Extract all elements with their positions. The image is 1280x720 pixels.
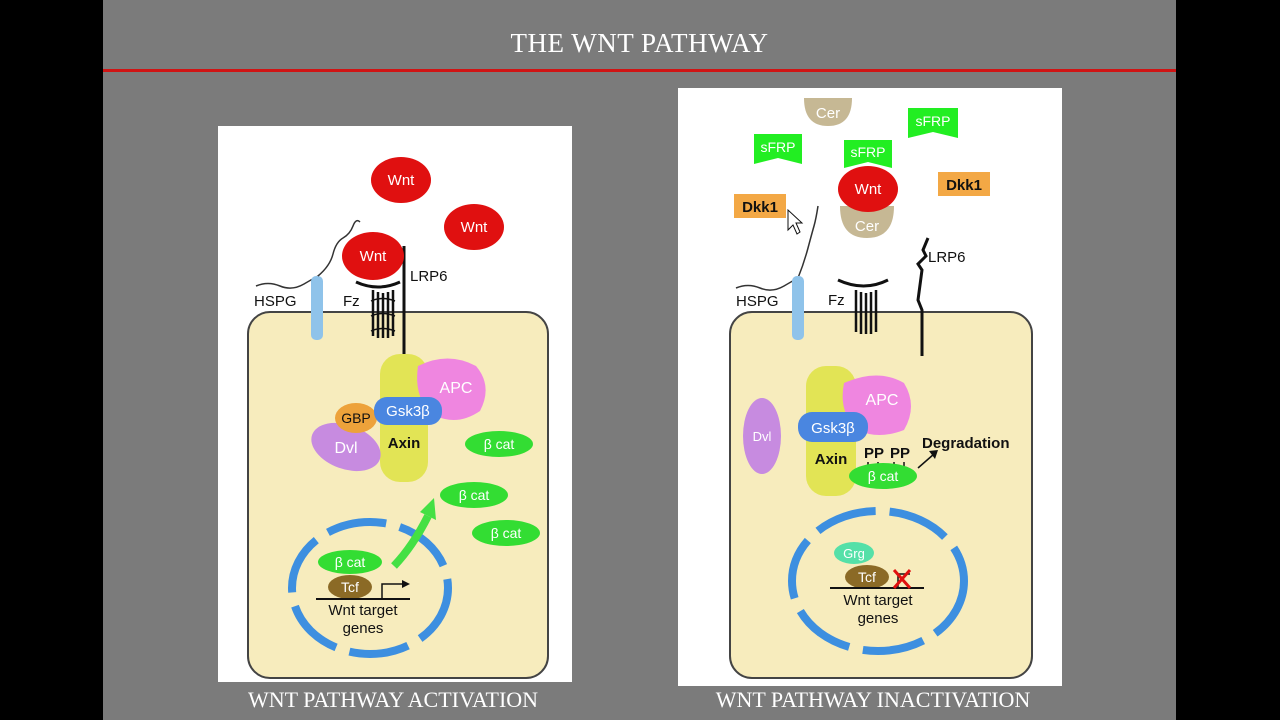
hspg-chain — [255, 275, 319, 289]
beta-catenin-label: β cat — [868, 468, 899, 484]
beta-catenin — [472, 520, 540, 546]
beta-catenin-label: β cat — [484, 436, 515, 452]
gbp — [335, 403, 377, 433]
sfrp — [908, 108, 958, 138]
blocked-transcription-icon — [892, 569, 912, 589]
tcf — [845, 565, 889, 589]
sfrp — [754, 134, 802, 164]
tcf — [328, 575, 372, 599]
lrp6-label: LRP6 — [928, 249, 966, 266]
dkk1-label: Dkk1 — [946, 177, 982, 194]
gsk3b-label: Gsk3β — [811, 420, 855, 437]
fz-label: Fz — [343, 293, 360, 310]
phosphate-label: PP — [864, 445, 884, 462]
sfrp-label: sFRP — [851, 144, 886, 160]
sfrp-label: sFRP — [916, 113, 951, 129]
slide: THE WNT PATHWAY HSPG Fz LRP6 Wnt Wnt — [103, 0, 1176, 720]
hspg-receptor — [311, 276, 323, 340]
degradation-label: Degradation — [922, 435, 1010, 452]
cer — [804, 98, 852, 126]
wnt-label: Wnt — [855, 181, 883, 198]
wnt-ligand — [444, 204, 504, 250]
mouse-cursor-icon — [787, 208, 804, 235]
fz-loops — [370, 297, 396, 332]
degradation-arrow — [917, 453, 935, 469]
beta-catenin-label: β cat — [335, 554, 366, 570]
inactivation-diagram-svg: Cer sFRP sFRP sFRP Cer Wnt Dkk1 Dkk1 HSP — [729, 98, 1033, 679]
beta-catenin — [465, 431, 533, 457]
tcf-label: Tcf — [341, 579, 359, 595]
gsk3b — [798, 412, 868, 442]
beta-catenin — [440, 482, 508, 508]
cell-membrane — [729, 311, 1033, 679]
grg — [834, 542, 874, 564]
activation-caption: WNT PATHWAY ACTIVATION — [247, 687, 539, 712]
beta-catenin-label: β cat — [459, 487, 490, 503]
phosphate-label: PP — [890, 445, 910, 462]
fz-cup — [837, 278, 889, 288]
dkk1-label: Dkk1 — [742, 199, 778, 216]
wnt-ligand-bound — [342, 232, 404, 280]
nuclear-import-arrow — [391, 514, 432, 569]
fz-cup — [355, 280, 401, 289]
transcription-arrow — [381, 583, 402, 599]
wnt-label: Wnt — [388, 172, 416, 189]
sfrp-label: sFRP — [761, 139, 796, 155]
dvl-label: Dvl — [334, 440, 357, 457]
target-genes-label: Wnt target — [843, 592, 913, 609]
degradation-arrowhead — [929, 450, 938, 459]
target-genes-label: Wnt target — [328, 602, 398, 619]
gsk3b — [374, 397, 442, 425]
transcription-arrowhead — [402, 580, 410, 588]
hspg-label: HSPG — [254, 293, 297, 310]
cer — [840, 206, 894, 238]
wnt-label: Wnt — [360, 248, 388, 265]
gbp-label: GBP — [341, 410, 371, 426]
hspg-chain — [735, 277, 799, 291]
wnt-ligand-sequestered — [838, 166, 898, 212]
title-divider — [103, 69, 1176, 72]
activation-diagram: HSPG Fz LRP6 Wnt Wnt Wnt Axin APC — [218, 126, 572, 682]
nucleus — [288, 518, 452, 658]
tcf-label: Tcf — [858, 569, 876, 585]
inactivation-diagram: Cer sFRP sFRP sFRP Cer Wnt Dkk1 Dkk1 HSP — [678, 88, 1062, 686]
slide-title: THE WNT PATHWAY — [510, 28, 769, 58]
fz-label: Fz — [828, 292, 845, 309]
beta-catenin-label: β cat — [491, 525, 522, 541]
hspg-receptor — [792, 276, 804, 340]
beta-catenin-nuclear — [318, 550, 382, 574]
hspg-label: HSPG — [736, 293, 779, 310]
axin-label: Axin — [815, 451, 848, 468]
dkk1 — [734, 194, 786, 218]
sfrp — [844, 140, 892, 168]
fz-transmembrane — [371, 290, 395, 338]
dvl-label: Dvl — [753, 429, 772, 444]
beta-catenin — [849, 463, 917, 489]
wnt-label: Wnt — [461, 219, 489, 236]
gsk3b-label: Gsk3β — [386, 403, 430, 420]
hspg-upper-chain — [317, 219, 361, 277]
fz-transmembrane — [854, 290, 878, 334]
target-genes-label: genes — [343, 620, 384, 637]
cer-label: Cer — [855, 218, 879, 235]
dvl — [311, 422, 381, 472]
target-genes-label: genes — [858, 610, 899, 627]
apc-label: APC — [440, 380, 473, 397]
nuclear-import-arrowhead — [420, 498, 436, 520]
dkk1 — [938, 172, 990, 196]
hspg-upper-chain — [797, 205, 819, 279]
wnt-ligand — [371, 157, 431, 203]
grg-label: Grg — [843, 546, 865, 561]
inactivation-caption: WNT PATHWAY INACTIVATION — [715, 687, 1031, 712]
axin-label: Axin — [388, 435, 421, 452]
dvl — [743, 398, 781, 474]
nucleus — [788, 507, 968, 655]
activation-diagram-svg: HSPG Fz LRP6 Wnt Wnt Wnt Axin APC — [247, 157, 549, 679]
lrp6-label: LRP6 — [410, 268, 448, 285]
cer-label: Cer — [816, 105, 840, 122]
lrp6-receptor — [916, 237, 930, 356]
apc-label: APC — [866, 392, 899, 409]
